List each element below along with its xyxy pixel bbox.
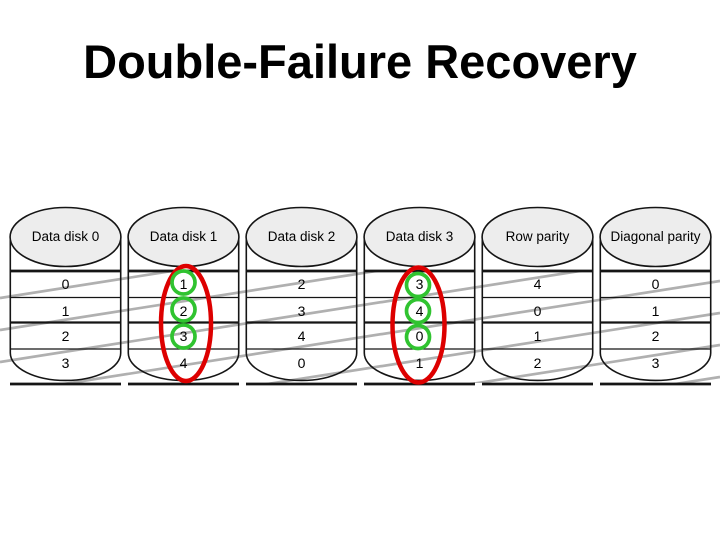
disk-data-disk-2: Data disk 2 2 3 4 0 (245, 200, 358, 390)
disk-block-cell: 2 (651, 328, 660, 344)
disk-block-cell: 1 (61, 302, 70, 319)
disk-cylinder-shape (245, 206, 358, 386)
disk-block-cell: 4 (533, 276, 542, 292)
disk-block-cell: 3 (415, 276, 424, 292)
disk-block-cell: 4 (415, 302, 424, 319)
disk-block-cell: 2 (533, 355, 542, 371)
disk-block-cell: 3 (61, 355, 70, 371)
disk-block-cell: 2 (179, 302, 188, 319)
disk-block-cell: 3 (179, 328, 188, 344)
disk-block-cell: 0 (61, 276, 70, 292)
disk-data-disk-1: Data disk 1 1 2 3 4 (127, 200, 240, 390)
disk-cylinder-shape (363, 206, 476, 386)
disk-block-cell: 4 (297, 328, 306, 344)
disk-block-cell: 1 (651, 302, 660, 319)
disk-block-cell: 1 (415, 355, 424, 371)
disk-cylinder-shape (9, 206, 122, 386)
disk-block-cell: 0 (415, 328, 424, 344)
disk-label: Diagonal parity (610, 229, 701, 244)
disk-diagonal-parity: Diagonal parity 0 1 2 3 (599, 200, 712, 390)
disk-label: Data disk 0 (31, 229, 100, 244)
slide-title: Double-Failure Recovery (83, 35, 637, 88)
disk-data-disk-0: Data disk 0 0 1 2 3 (9, 200, 122, 390)
disk-cylinder-shape (127, 206, 240, 386)
disk-block-cell: 0 (297, 355, 306, 371)
disk-cylinder-shape (599, 206, 712, 386)
disk-block-cell: 3 (651, 355, 660, 371)
disk-cylinder-shape (481, 206, 594, 386)
disk-block-cell: 4 (179, 355, 188, 371)
disk-block-cell: 0 (533, 302, 542, 319)
disk-block-cell: 3 (297, 302, 306, 319)
disk-label: Row parity (505, 229, 570, 244)
raid-diagram: Data disk 0 0 1 2 3 Data disk 1 1 2 3 (0, 200, 720, 395)
disk-data-disk-3: Data disk 3 3 4 0 1 (363, 200, 476, 390)
disk-block-cell: 1 (179, 276, 188, 292)
disk-label: Data disk 1 (149, 229, 218, 244)
disk-row-parity: Row parity 4 0 1 2 (481, 200, 594, 390)
disk-label: Data disk 2 (267, 229, 336, 244)
disk-block-cell: 0 (651, 276, 660, 292)
disk-block-cell: 2 (61, 328, 70, 344)
disk-block-cell: 2 (297, 276, 306, 292)
disk-block-cell: 1 (533, 328, 542, 344)
disk-label: Data disk 3 (385, 229, 454, 244)
